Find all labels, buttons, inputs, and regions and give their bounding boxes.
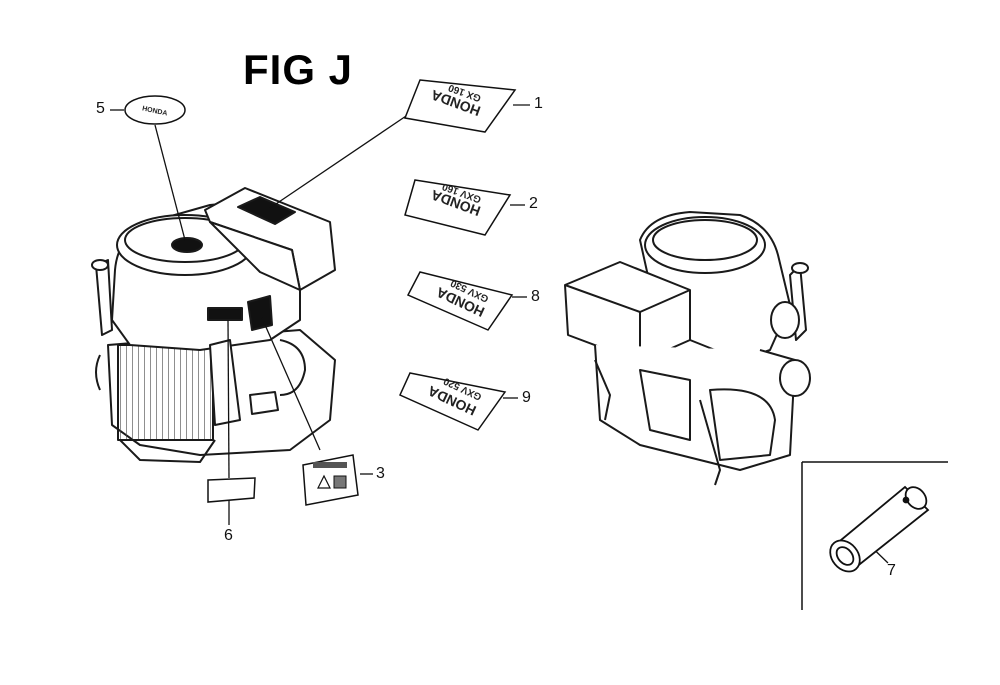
decal-6 bbox=[207, 477, 256, 503]
callout-9: 9 bbox=[522, 389, 531, 406]
spark-plug-wrench bbox=[829, 485, 930, 573]
callout-3: 3 bbox=[376, 465, 385, 482]
callout-1: 1 bbox=[534, 95, 543, 112]
decal-8: HONDA GXV 530 bbox=[406, 271, 514, 331]
decal-2: HONDA GXV 160 bbox=[404, 179, 512, 236]
decal-5: HONDA bbox=[124, 95, 186, 125]
decal-3-warning-label bbox=[302, 454, 359, 506]
decal-1: HONDA GX 160 bbox=[403, 79, 517, 133]
tool-inset bbox=[801, 461, 948, 610]
front-label-large bbox=[247, 295, 273, 331]
emblem-spot bbox=[171, 237, 203, 253]
callout-8: 8 bbox=[531, 288, 540, 305]
callout-2: 2 bbox=[529, 195, 538, 212]
callout-5: 5 bbox=[96, 100, 105, 117]
warning-symbol-icon bbox=[333, 475, 347, 489]
callout-6: 6 bbox=[224, 527, 233, 544]
decal-9: HONDA GXV 520 bbox=[399, 372, 507, 431]
engine-right bbox=[564, 211, 811, 486]
air-cleaner-label bbox=[237, 196, 296, 225]
front-label-small bbox=[207, 307, 243, 321]
leader-lines bbox=[110, 104, 889, 564]
figure-title: FIG J bbox=[243, 46, 354, 93]
warning-triangle-icon bbox=[317, 474, 331, 489]
engine-left bbox=[91, 187, 336, 463]
callout-7: 7 bbox=[887, 562, 896, 579]
